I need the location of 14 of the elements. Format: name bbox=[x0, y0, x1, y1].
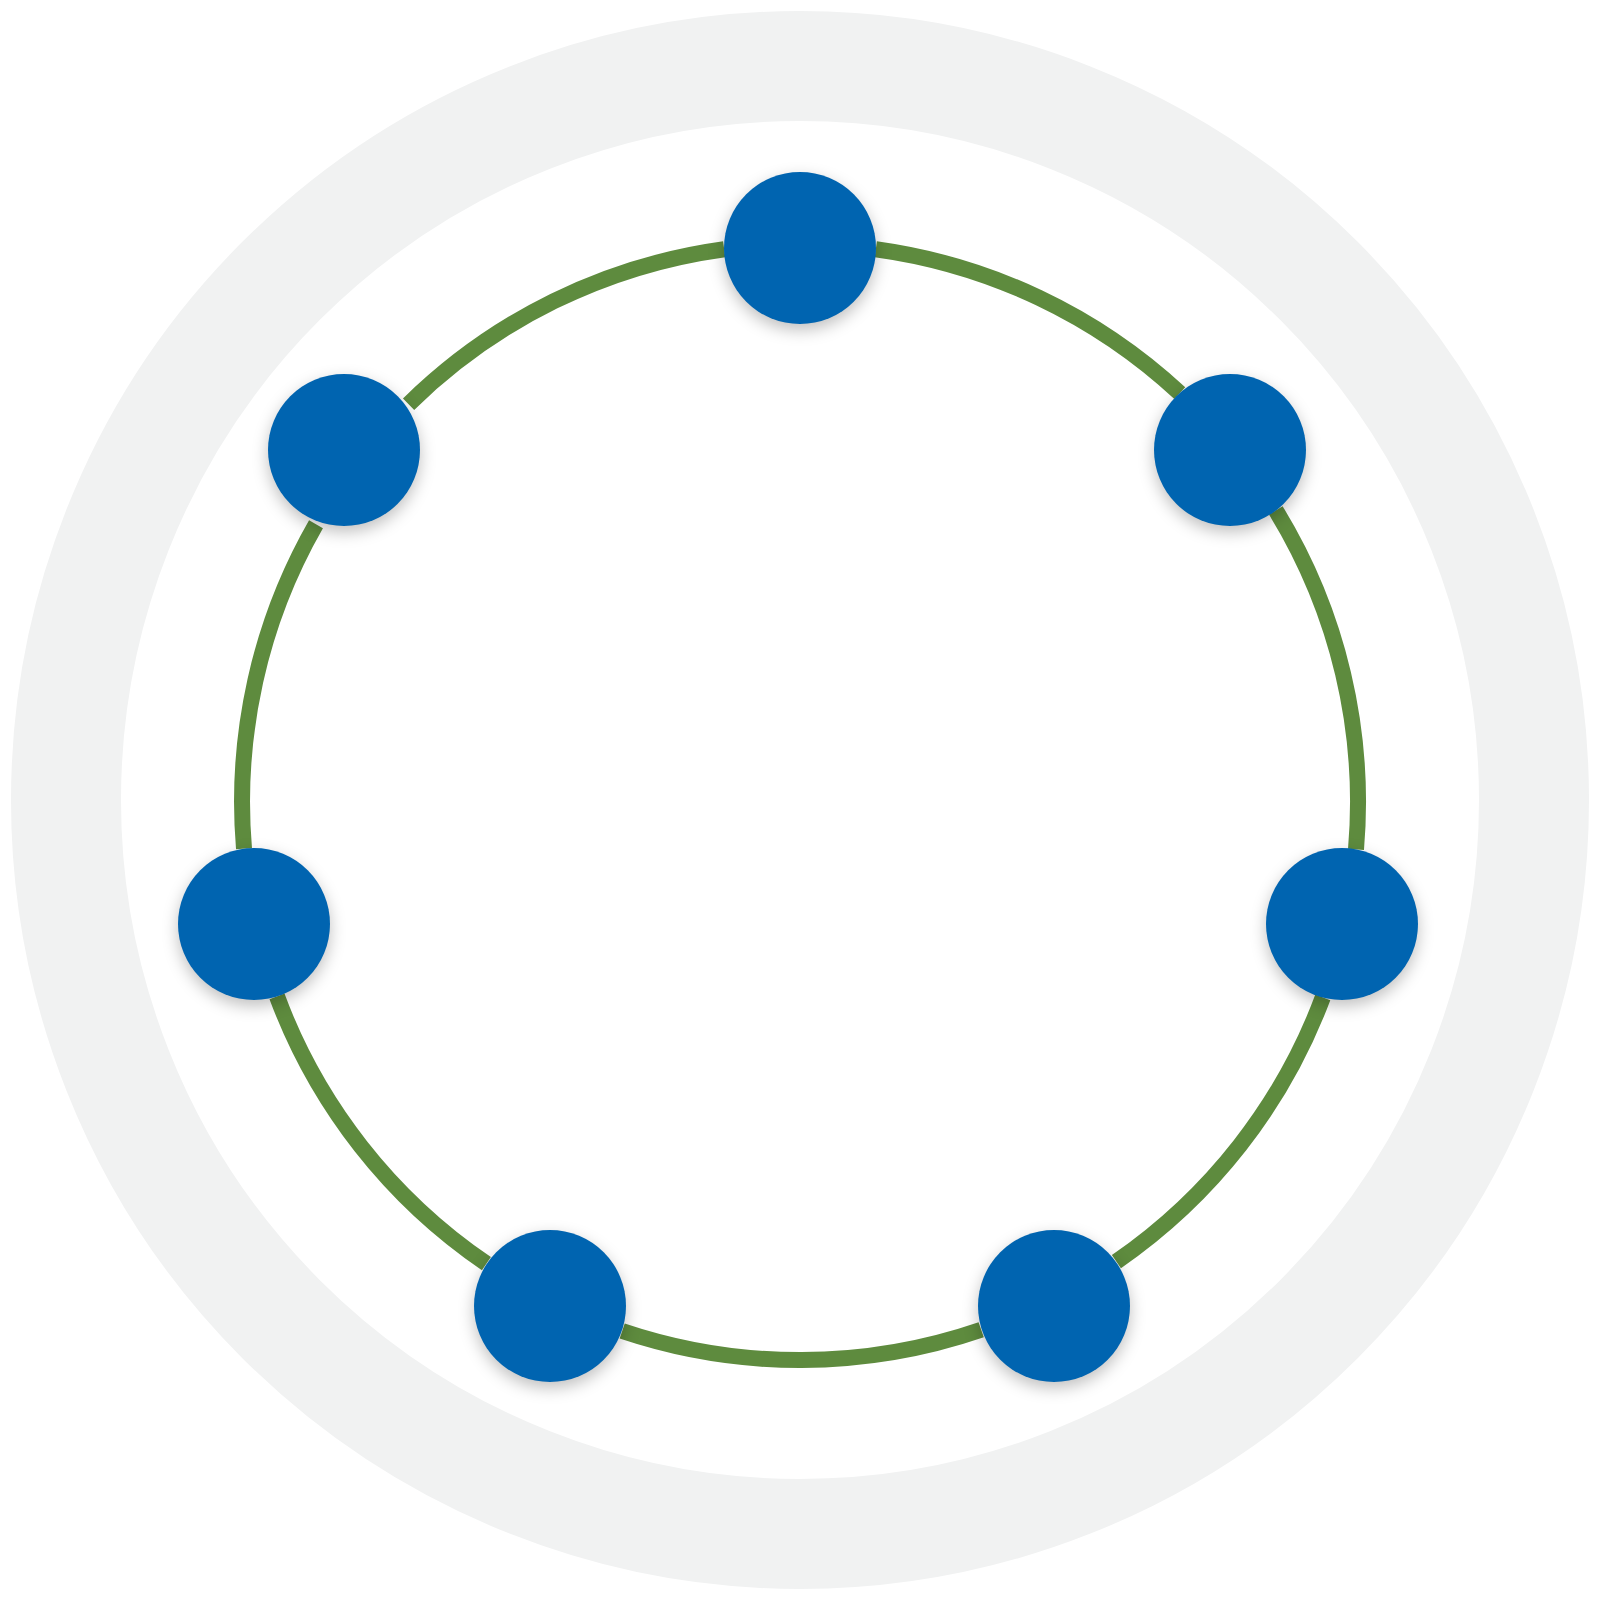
node-dot bbox=[178, 848, 330, 1000]
ring-arc bbox=[403, 241, 726, 411]
node-dot bbox=[1154, 374, 1306, 526]
ring-arc bbox=[1111, 994, 1331, 1268]
node-dot bbox=[268, 374, 420, 526]
ring-arc bbox=[1268, 506, 1366, 850]
ring-arc bbox=[269, 993, 492, 1270]
node-dot bbox=[474, 1230, 626, 1382]
node-dot bbox=[978, 1230, 1130, 1382]
ring-arc bbox=[874, 241, 1185, 400]
ring-arc bbox=[620, 1322, 984, 1368]
node-dot bbox=[1266, 848, 1418, 1000]
node-dot bbox=[724, 172, 876, 324]
ring-arc bbox=[234, 520, 324, 849]
